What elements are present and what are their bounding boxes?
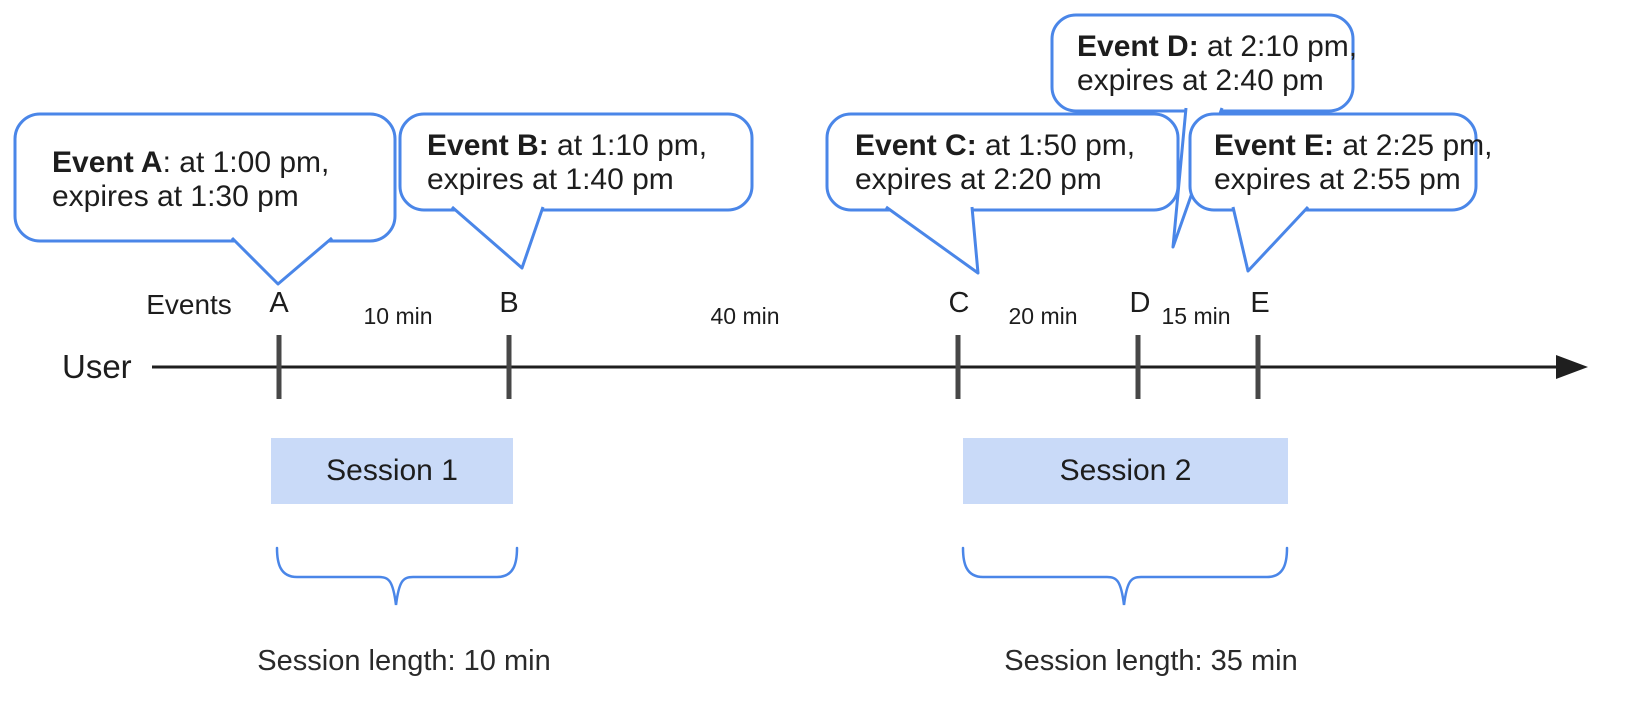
event-e-expiry: expires at 2:55 pm — [1214, 163, 1461, 196]
speech-bubble-c — [825, 112, 1180, 212]
event-b-expiry: expires at 1:40 pm — [427, 163, 674, 196]
tick-b — [506, 335, 512, 399]
session-2-box: Session 2 — [963, 438, 1288, 504]
interval-b-c: 40 min — [710, 303, 780, 329]
event-mark-d: D — [1129, 287, 1151, 319]
event-a-callout: Event A: at 1:00 pm, expires at 1:30 pm — [52, 146, 329, 214]
event-e-time: at 2:25 pm, — [1334, 129, 1493, 162]
event-d-callout: Event D: at 2:10 pm, expires at 2:40 pm — [1077, 30, 1357, 98]
tick-e — [1255, 335, 1261, 399]
tick-a — [276, 335, 282, 399]
event-mark-a: A — [269, 287, 289, 319]
interval-c-d: 20 min — [1008, 303, 1078, 329]
event-b-callout: Event B: at 1:10 pm, expires at 1:40 pm — [427, 129, 707, 197]
events-row-label: Events — [146, 289, 232, 320]
session-2-length-label: Session length: 35 min — [1004, 645, 1298, 677]
event-d-time: at 2:10 pm, — [1198, 30, 1358, 63]
event-d-title: Event D: — [1077, 30, 1199, 63]
event-a-time: : at 1:00 pm, — [162, 146, 330, 179]
session-2-label: Session 2 — [1059, 454, 1192, 487]
arrowhead-icon — [1556, 355, 1588, 379]
event-b-time: at 1:10 pm, — [548, 129, 708, 162]
interval-a-b: 10 min — [363, 303, 433, 329]
event-a-title: Event A — [52, 146, 163, 179]
event-e-callout: Event E: at 2:25 pm, expires at 2:55 pm — [1214, 129, 1492, 197]
speech-bubble-a — [13, 112, 397, 243]
session-1-label: Session 1 — [326, 454, 458, 487]
user-axis-label: User — [62, 348, 132, 385]
tick-d — [1135, 335, 1141, 399]
bubble-tail-e — [1231, 205, 1310, 273]
speech-bubble-b — [398, 112, 754, 212]
session-1-length-label: Session length: 10 min — [257, 645, 551, 677]
tick-c — [955, 335, 961, 399]
event-a-expiry: expires at 1:30 pm — [52, 180, 299, 213]
event-b-title: Event B: — [427, 129, 549, 162]
session-1-box: Session 1 — [271, 438, 513, 504]
bubble-tail-c — [885, 205, 980, 275]
event-e-line1: Event E: at 2:25 pm, — [1214, 129, 1492, 163]
event-a-line1: Event A: at 1:00 pm, — [52, 146, 329, 180]
event-c-expiry: expires at 2:20 pm — [855, 163, 1102, 196]
event-d-line1: Event D: at 2:10 pm, — [1077, 30, 1357, 64]
event-b-line1: Event B: at 1:10 pm, — [427, 129, 707, 163]
event-c-line1: Event C: at 1:50 pm, — [855, 129, 1135, 163]
event-c-callout: Event C: at 1:50 pm, expires at 2:20 pm — [855, 129, 1135, 197]
interval-d-e: 15 min — [1161, 303, 1231, 329]
brace-session-1 — [275, 546, 519, 606]
event-d-expiry: expires at 2:40 pm — [1077, 64, 1324, 97]
brace-session-2 — [961, 546, 1289, 606]
bubble-tail-b — [451, 205, 545, 270]
event-mark-c: C — [948, 287, 970, 319]
event-c-title: Event C: — [855, 129, 977, 162]
event-c-time: at 1:50 pm, — [976, 129, 1136, 162]
speech-bubble-e — [1188, 112, 1478, 212]
event-mark-e: E — [1250, 287, 1270, 319]
bubble-tail-a — [230, 236, 333, 286]
event-e-title: Event E: — [1214, 129, 1335, 162]
event-mark-b: B — [499, 287, 519, 319]
